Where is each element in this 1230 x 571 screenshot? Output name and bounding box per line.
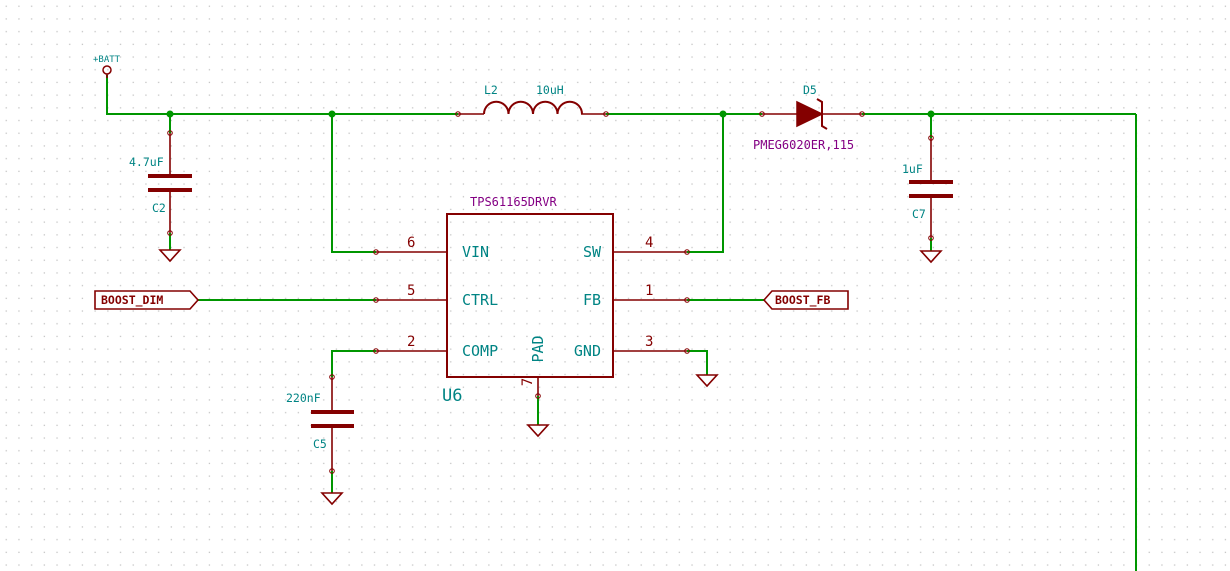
pin-end-icon xyxy=(455,111,461,117)
ic-part-number: TPS61165DRVR xyxy=(470,195,557,209)
label-flag-icon xyxy=(762,290,849,310)
ic-u6[interactable]: TPS61165DRVR U6 6 VIN 5 CTRL 2 COMP 4 SW… xyxy=(373,195,690,406)
cap-ref: C5 xyxy=(313,437,327,451)
inductor-l2[interactable]: L2 10uH xyxy=(455,83,609,117)
pin-end-icon xyxy=(759,111,765,117)
ground-symbol-c5 xyxy=(320,492,344,506)
junction-dot xyxy=(927,110,935,118)
ground-icon xyxy=(919,250,943,264)
pin-end-icon xyxy=(684,297,690,303)
pin-pad-number: 7 xyxy=(520,378,536,386)
diode-ref: D5 xyxy=(803,83,817,97)
pin-comp-name: COMP xyxy=(462,342,498,360)
ground-symbol-c2 xyxy=(158,249,182,263)
wires xyxy=(106,75,1137,571)
inductor-value: 10uH xyxy=(536,83,564,97)
pin-end-icon xyxy=(928,235,934,241)
pin-end-icon xyxy=(684,348,690,354)
inductor-coil-icon xyxy=(483,100,583,115)
junction-dot xyxy=(166,110,174,118)
global-label-boost-fb[interactable]: BOOST_FB xyxy=(762,290,849,310)
pin-end-icon xyxy=(535,393,541,399)
pin-fb-number: 1 xyxy=(645,283,653,299)
cap-value: 1uF xyxy=(902,162,923,176)
inductor-ref: L2 xyxy=(484,83,498,97)
pin-end-icon xyxy=(373,297,379,303)
ground-symbol-gnd-pin xyxy=(695,374,719,388)
global-label-boost-dim[interactable]: BOOST_DIM xyxy=(94,290,200,310)
ground-icon xyxy=(158,249,182,263)
ground-icon xyxy=(526,424,550,438)
pin-end-icon xyxy=(373,249,379,255)
wire-vin[interactable] xyxy=(331,114,376,253)
pin-end-icon xyxy=(859,111,865,117)
junction-dot xyxy=(719,110,727,118)
label-text: BOOST_FB xyxy=(775,293,830,308)
pin-sw-number: 4 xyxy=(645,235,653,251)
ground-symbol-pad xyxy=(526,424,550,438)
power-label: +BATT xyxy=(93,55,121,65)
label-flag-icon xyxy=(94,290,200,310)
wire-comp[interactable] xyxy=(331,350,376,377)
wire-gnd[interactable] xyxy=(687,350,708,375)
pin-gnd-name: GND xyxy=(574,342,601,360)
pin-end-icon xyxy=(684,249,690,255)
pin-gnd-number: 3 xyxy=(645,334,653,350)
pin-vin-number: 6 xyxy=(407,235,415,251)
diode-triangle-icon xyxy=(796,100,824,128)
pin-end-icon xyxy=(329,468,335,474)
ground-icon xyxy=(320,492,344,506)
capacitor-c5[interactable]: 220nF C5 xyxy=(286,374,354,474)
wire-batt-drop[interactable] xyxy=(106,75,170,115)
ground-symbol-c7 xyxy=(919,250,943,264)
junction-dot xyxy=(328,110,336,118)
pin-end-icon xyxy=(603,111,609,117)
pin-end-icon xyxy=(373,348,379,354)
capacitor-c7[interactable]: 1uF C7 xyxy=(902,135,953,241)
capacitor-c2[interactable]: 4.7uF C2 xyxy=(129,130,192,236)
junctions xyxy=(166,110,935,118)
cap-value: 4.7uF xyxy=(129,155,164,169)
cap-ref: C2 xyxy=(152,201,166,215)
pin-fb-name: FB xyxy=(583,291,601,309)
pin-end-icon xyxy=(167,230,173,236)
pin-ctrl-number: 5 xyxy=(407,283,415,299)
wire-sw[interactable] xyxy=(687,114,724,253)
pin-vin-name: VIN xyxy=(462,243,489,261)
power-symbol-batt[interactable]: +BATT xyxy=(93,55,121,78)
ic-ref: U6 xyxy=(442,386,462,406)
pin-comp-number: 2 xyxy=(407,334,415,350)
ground-icon xyxy=(695,374,719,388)
diode-part: PMEG6020ER,115 xyxy=(753,138,854,152)
pin-sw-name: SW xyxy=(583,243,602,261)
label-text: BOOST_DIM xyxy=(101,293,163,308)
pin-pad-name: PAD xyxy=(529,335,547,362)
cap-ref: C7 xyxy=(912,207,926,221)
diode-d5[interactable]: D5 PMEG6020ER,115 xyxy=(753,83,865,152)
cap-value: 220nF xyxy=(286,391,321,405)
ic-body xyxy=(446,213,614,378)
pin-ctrl-name: CTRL xyxy=(462,291,498,309)
